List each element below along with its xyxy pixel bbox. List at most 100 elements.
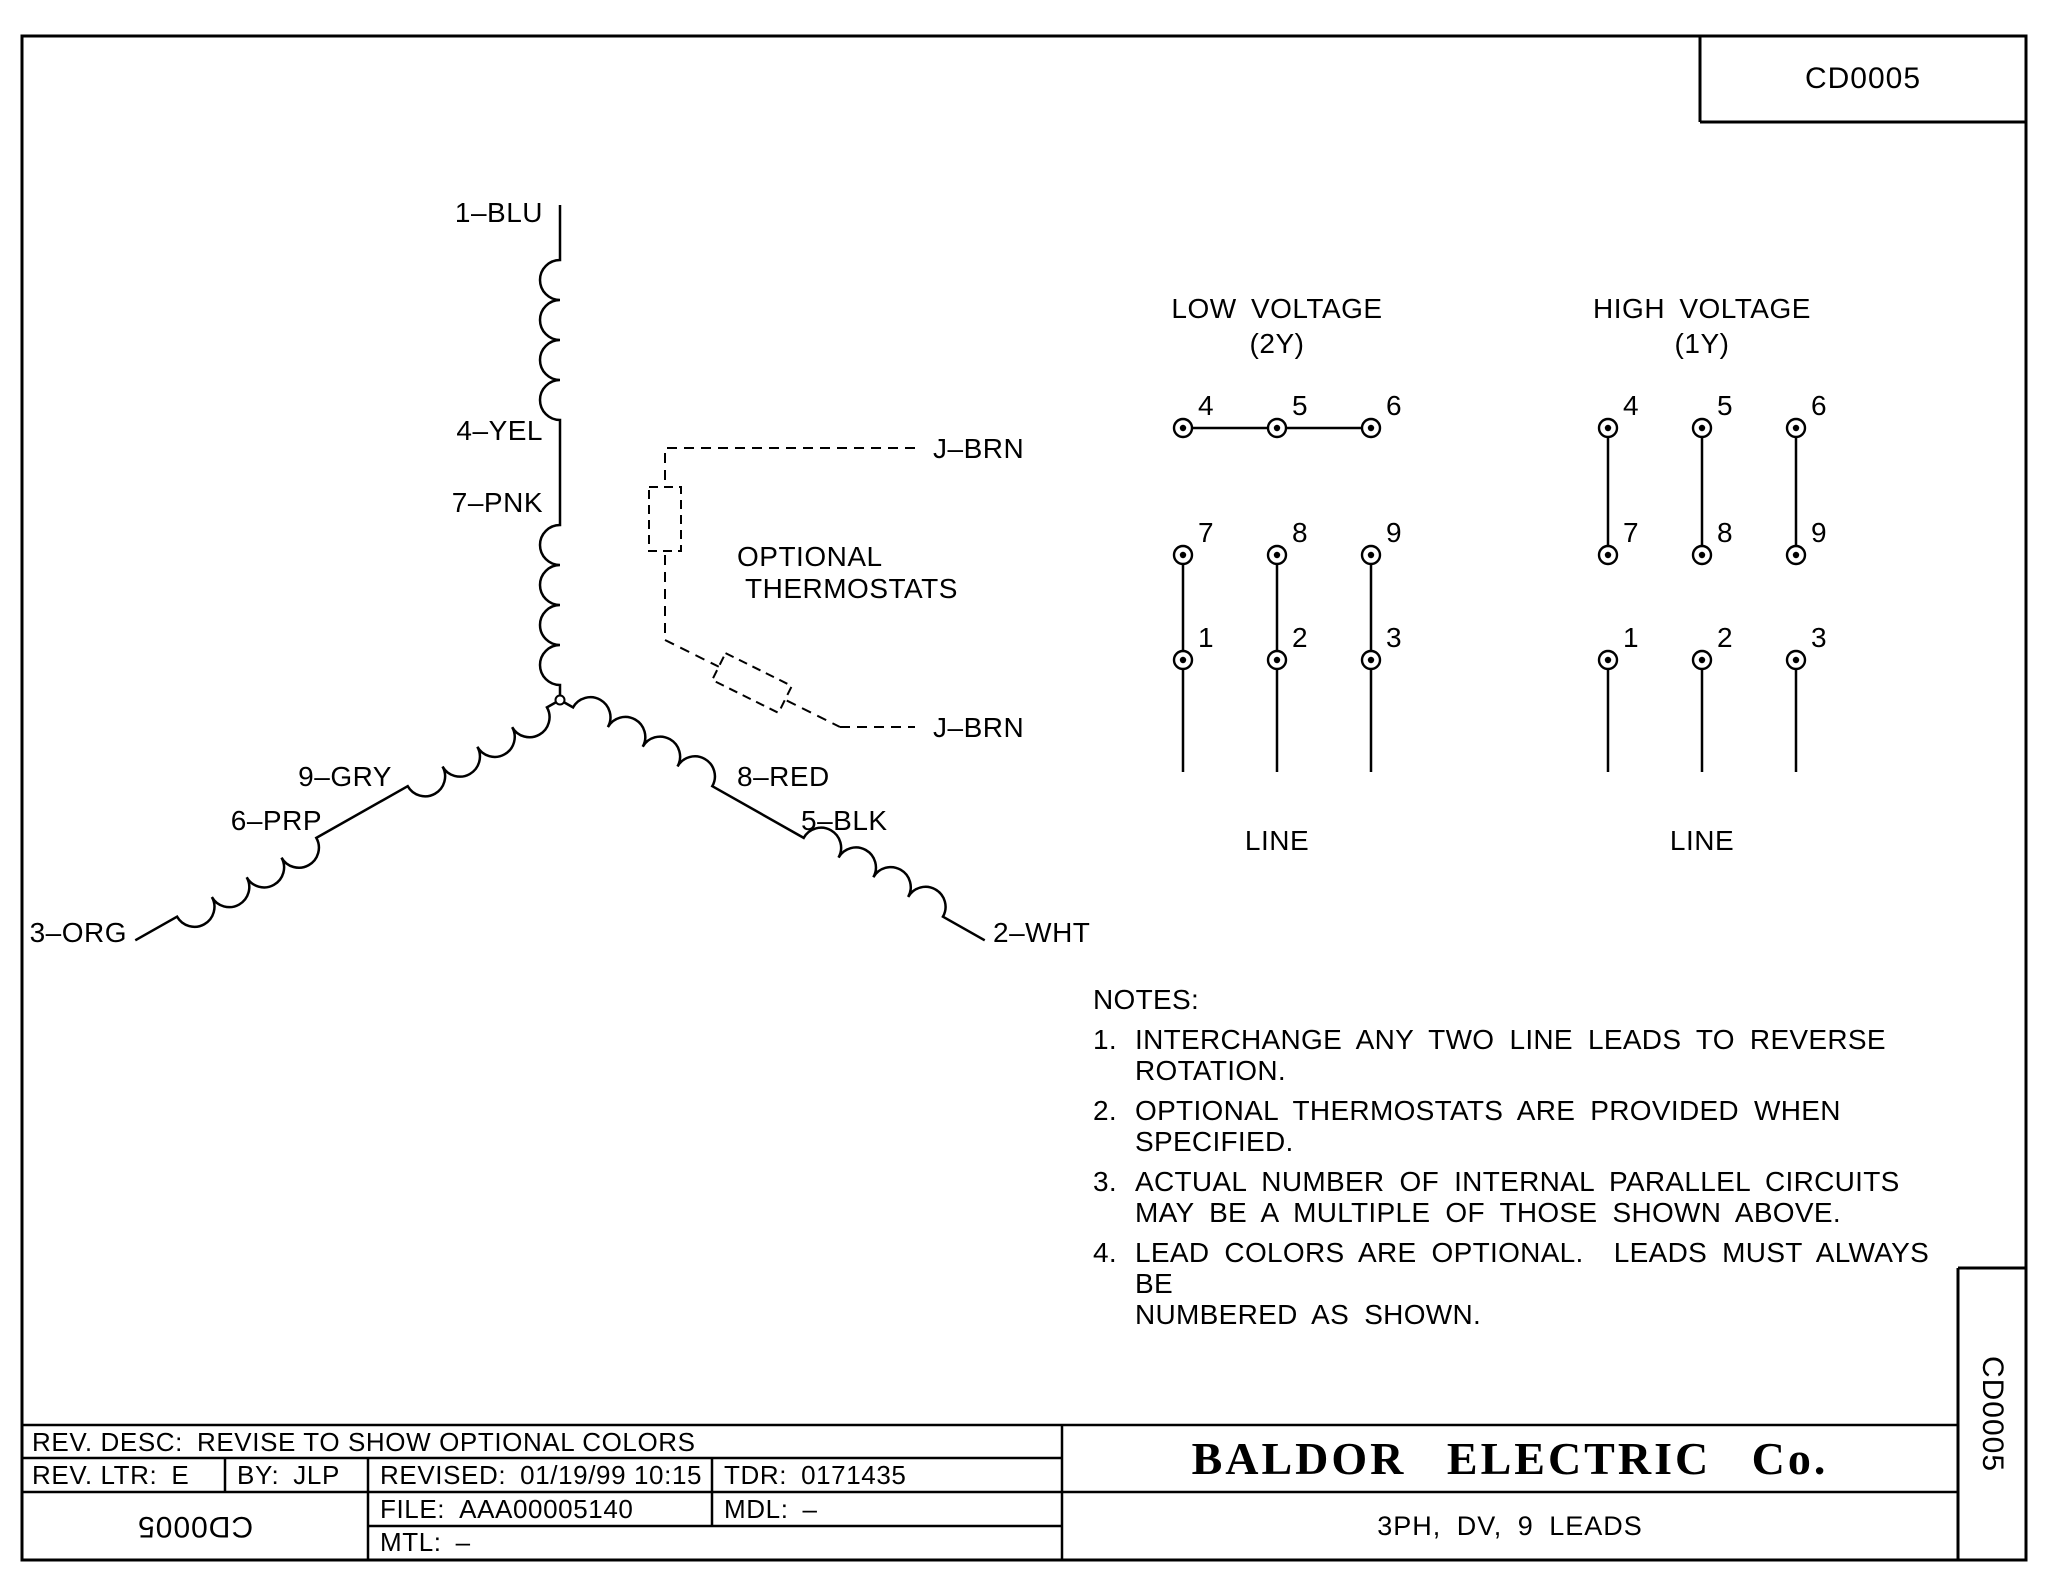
notes-section: NOTES: 1. INTERCHANGE ANY TWO LINE LEADS… [1093,984,1943,1330]
optional-thermostats-label-line2: THERMOSTATS [745,573,958,604]
drawing-description-cell: 3PH, DV, 9 LEADS [1062,1492,1958,1560]
hv-terminal-5 [1691,417,1713,439]
revised-label: REVISED: [380,1459,507,1490]
lv-terminal-5 [1266,417,1288,439]
mtl-value: – [455,1526,471,1557]
rev-ltr-cell: REV. LTR: E [32,1460,189,1490]
lead-label-9-gry: 9–GRY [298,761,392,792]
lv-line-label: LINE [1245,825,1309,856]
mtl-cell: MTL: – [380,1526,471,1557]
lv-terminal-7 [1172,544,1194,566]
hv-terminal-8 [1691,544,1713,566]
hv-terminal-2 [1691,649,1713,671]
hv-num-6: 6 [1811,390,1827,421]
note-number: 1. [1093,1024,1117,1055]
low-voltage-subtitle: (2Y) [1250,328,1305,359]
note-text: ROTATION. [1135,1055,1286,1086]
tdr-cell: TDR: 0171435 [724,1460,906,1490]
note-text: MAY BE A MULTIPLE OF THOSE SHOWN ABOVE. [1135,1197,1841,1228]
lead-label-1-blu: 1–BLU [455,197,543,228]
company-name: BALDOR ELECTRIC Co. [1191,1433,1829,1484]
note-text: ACTUAL NUMBER OF INTERNAL PARALLEL CIRCU… [1135,1166,1900,1197]
mtl-label: MTL: [380,1526,442,1557]
lv-num-2: 2 [1292,622,1308,653]
high-voltage-diagram: HIGH VOLTAGE (1Y) 4 5 6 7 8 9 1 2 [1593,293,1827,856]
title-block-grid [22,1423,1958,1560]
lead-label-2-wht: 2–WHT [993,917,1090,948]
by-cell: BY: JLP [237,1460,340,1490]
file-label: FILE: [380,1493,446,1524]
note-text: NUMBERED AS SHOWN. [1135,1299,1482,1330]
hv-num-7: 7 [1623,517,1639,548]
lv-terminal-8 [1266,544,1288,566]
note-text: LEAD COLORS ARE OPTIONAL. LEADS MUST ALW… [1135,1237,1945,1299]
hv-num-5: 5 [1717,390,1733,421]
rev-desc-cell: REV. DESC: REVISE TO SHOW OPTIONAL COLOR… [32,1427,696,1457]
lv-num-7: 7 [1198,517,1214,548]
wye-branch-left [134,698,561,942]
note-item-4: 4. LEAD COLORS ARE OPTIONAL. LEADS MUST … [1093,1237,1943,1330]
hv-num-4: 4 [1623,390,1639,421]
rev-ltr-value: E [171,1459,190,1490]
by-label: BY: [237,1459,280,1490]
wye-branch-top [538,205,562,700]
lv-terminal-4 [1172,417,1194,439]
hv-terminal-3 [1785,649,1807,671]
wye-star-point [554,694,566,706]
tdr-label: TDR: [724,1459,788,1490]
lead-label-3-org: 3–ORG [30,917,127,948]
lv-num-5: 5 [1292,390,1308,421]
hv-num-8: 8 [1717,517,1733,548]
lead-label-8-red: 8–RED [737,761,830,792]
doc-number-top-right: CD0005 [1700,36,2026,122]
low-voltage-title: LOW VOLTAGE [1171,293,1382,324]
lead-label-7-pnk: 7–PNK [452,487,543,518]
optional-thermostats-label-line1: OPTIONAL [737,541,883,572]
lead-label-4-yel: 4–YEL [456,415,543,446]
note-text: INTERCHANGE ANY TWO LINE LEADS TO REVERS… [1135,1024,1886,1055]
note-number: 2. [1093,1095,1117,1126]
hv-terminal-1 [1597,649,1619,671]
note-text: OPTIONAL THERMOSTATS ARE PROVIDED WHEN [1135,1095,1841,1126]
company-name-cell: BALDOR ELECTRIC Co. [1062,1425,1958,1492]
file-cell: FILE: AAA00005140 [380,1494,633,1524]
revised-value: 01/19/99 10:15 [520,1459,703,1490]
lead-label-5-blk: 5–BLK [801,805,888,836]
hv-terminal-7 [1597,544,1619,566]
note-number: 3. [1093,1166,1117,1197]
doc-number-flipped-cell: CD0005 [22,1492,368,1560]
lv-terminal-9 [1360,544,1382,566]
lv-num-6: 6 [1386,390,1402,421]
hv-terminal-9 [1785,544,1807,566]
file-value: AAA00005140 [459,1493,634,1524]
mdl-cell: MDL: – [724,1494,818,1524]
hv-num-1: 1 [1623,622,1639,653]
lv-terminal-6 [1360,417,1382,439]
thermostat-lead-bottom-label: J–BRN [933,712,1024,743]
lv-num-3: 3 [1386,622,1402,653]
rev-desc-label: REV. DESC: [32,1426,183,1457]
rev-ltr-label: REV. LTR: [32,1459,158,1490]
lv-terminal-3 [1360,649,1382,671]
revised-cell: REVISED: 01/19/99 10:15 [380,1460,702,1490]
lv-num-4: 4 [1198,390,1214,421]
thermostat-symbol-upper [648,486,682,552]
note-item-3: 3. ACTUAL NUMBER OF INTERNAL PARALLEL CI… [1093,1166,1943,1228]
hv-terminal-6 [1785,417,1807,439]
lv-terminal-1 [1172,649,1194,671]
lv-num-9: 9 [1386,517,1402,548]
hv-line-label: LINE [1670,825,1734,856]
lv-terminal-2 [1266,649,1288,671]
drawing-description: 3PH, DV, 9 LEADS [1377,1510,1643,1541]
hv-num-2: 2 [1717,622,1733,653]
rev-desc-value: REVISE TO SHOW OPTIONAL COLORS [196,1426,696,1457]
notes-heading: NOTES: [1093,984,1200,1015]
doc-number-text: CD0005 [1804,62,1922,95]
note-item-1: 1. INTERCHANGE ANY TWO LINE LEADS TO REV… [1093,1024,1943,1086]
doc-number-text-rotated: CD0005 [1976,1355,2010,1473]
wye-winding-diagram: 1–BLU 4–YEL 7–PNK 9–GRY 6–PRP 3–ORG 8–RE… [30,197,1090,948]
note-number: 4. [1093,1237,1117,1268]
hv-terminal-4 [1597,417,1619,439]
